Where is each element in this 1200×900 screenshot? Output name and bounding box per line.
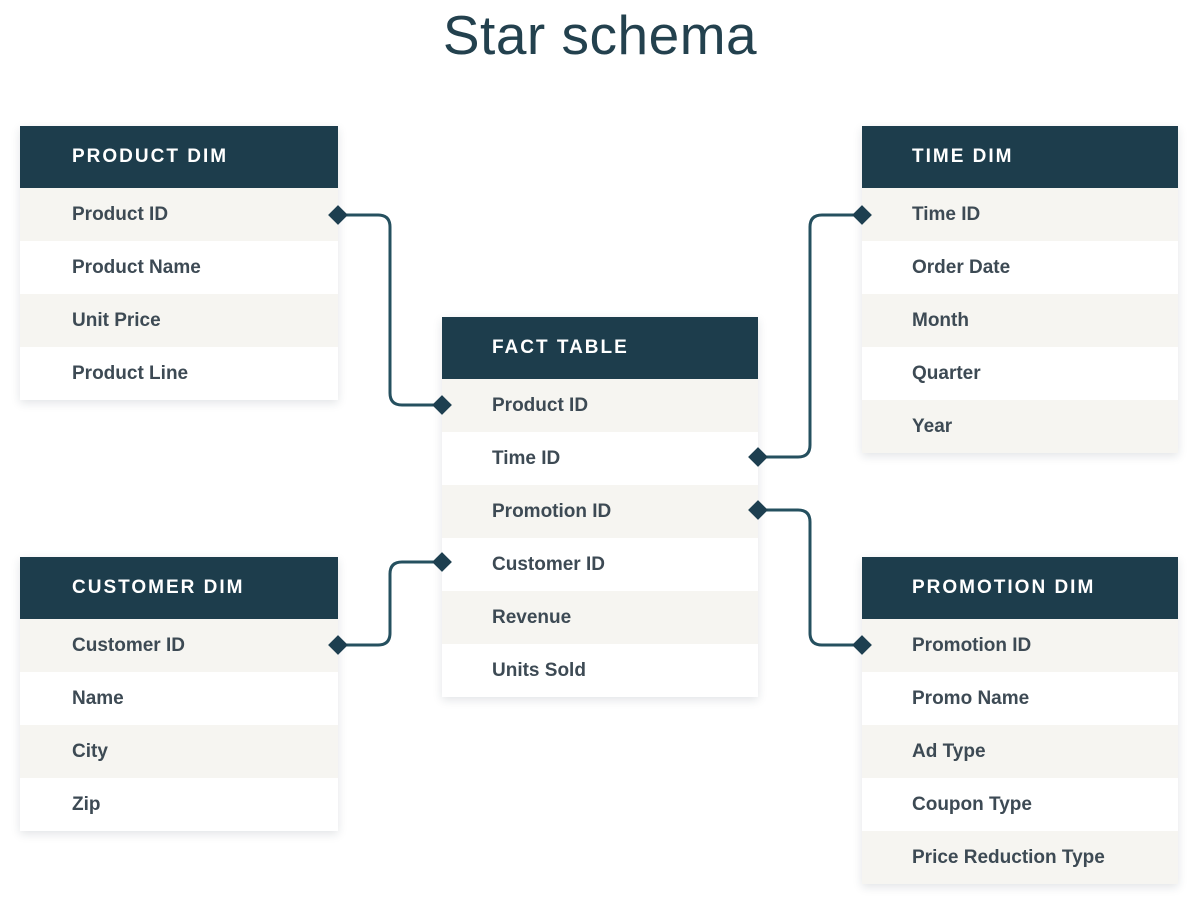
- connector-product-to-fact: [328, 205, 452, 415]
- field-row[interactable]: Product Name: [20, 241, 338, 294]
- field-row[interactable]: Product Line: [20, 347, 338, 400]
- entity-table-promotion-dim[interactable]: PROMOTION DIM Promotion ID Promo Name Ad…: [862, 557, 1178, 884]
- field-row[interactable]: Customer ID: [20, 619, 338, 672]
- entity-header-product-dim: PRODUCT DIM: [20, 126, 338, 188]
- connector-customer-to-fact: [328, 552, 452, 655]
- connector-fact-to-time: [748, 205, 872, 467]
- entity-table-fact-table[interactable]: FACT TABLE Product ID Time ID Promotion …: [442, 317, 758, 697]
- field-row[interactable]: Product ID: [442, 379, 758, 432]
- field-row[interactable]: Product ID: [20, 188, 338, 241]
- field-row[interactable]: Month: [862, 294, 1178, 347]
- field-row[interactable]: City: [20, 725, 338, 778]
- field-row[interactable]: Zip: [20, 778, 338, 831]
- field-row[interactable]: Customer ID: [442, 538, 758, 591]
- field-row[interactable]: Unit Price: [20, 294, 338, 347]
- entity-header-fact-table: FACT TABLE: [442, 317, 758, 379]
- field-row[interactable]: Promotion ID: [442, 485, 758, 538]
- entity-fields-fact-table: Product ID Time ID Promotion ID Customer…: [442, 379, 758, 697]
- connector-fact-to-promotion: [748, 500, 872, 655]
- field-row[interactable]: Ad Type: [862, 725, 1178, 778]
- entity-fields-time-dim: Time ID Order Date Month Quarter Year: [862, 188, 1178, 453]
- field-row[interactable]: Name: [20, 672, 338, 725]
- entity-header-promotion-dim: PROMOTION DIM: [862, 557, 1178, 619]
- entity-table-time-dim[interactable]: TIME DIM Time ID Order Date Month Quarte…: [862, 126, 1178, 453]
- field-row[interactable]: Units Sold: [442, 644, 758, 697]
- entity-fields-promotion-dim: Promotion ID Promo Name Ad Type Coupon T…: [862, 619, 1178, 884]
- entity-table-customer-dim[interactable]: CUSTOMER DIM Customer ID Name City Zip: [20, 557, 338, 831]
- field-row[interactable]: Price Reduction Type: [862, 831, 1178, 884]
- field-row[interactable]: Revenue: [442, 591, 758, 644]
- entity-header-customer-dim: CUSTOMER DIM: [20, 557, 338, 619]
- entity-fields-customer-dim: Customer ID Name City Zip: [20, 619, 338, 831]
- field-row[interactable]: Order Date: [862, 241, 1178, 294]
- field-row[interactable]: Time ID: [442, 432, 758, 485]
- field-row[interactable]: Year: [862, 400, 1178, 453]
- page-title: Star schema: [442, 4, 758, 66]
- field-row[interactable]: Coupon Type: [862, 778, 1178, 831]
- entity-fields-product-dim: Product ID Product Name Unit Price Produ…: [20, 188, 338, 400]
- field-row[interactable]: Quarter: [862, 347, 1178, 400]
- entity-table-product-dim[interactable]: PRODUCT DIM Product ID Product Name Unit…: [20, 126, 338, 400]
- field-row[interactable]: Time ID: [862, 188, 1178, 241]
- field-row[interactable]: Promotion ID: [862, 619, 1178, 672]
- entity-header-time-dim: TIME DIM: [862, 126, 1178, 188]
- field-row[interactable]: Promo Name: [862, 672, 1178, 725]
